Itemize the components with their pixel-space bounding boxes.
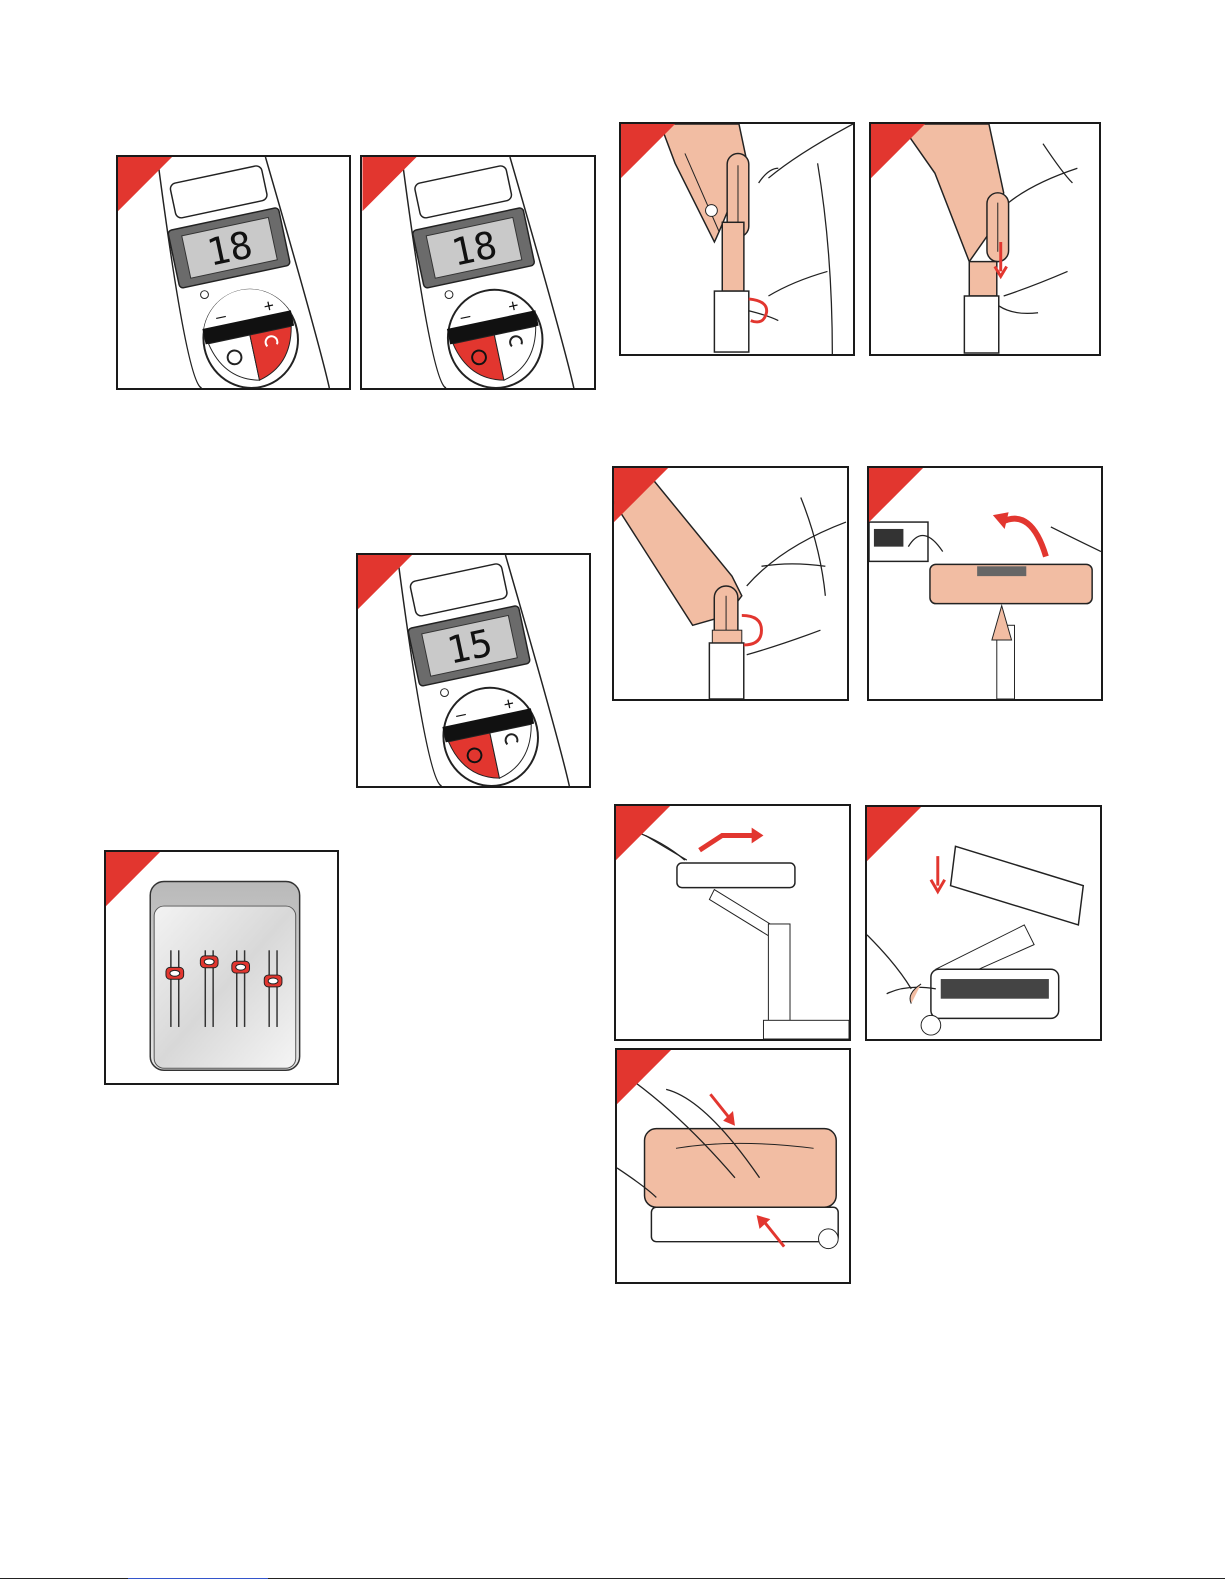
corner-marker	[617, 1050, 671, 1104]
button-pad: – +	[439, 281, 552, 388]
button-pad: – +	[434, 679, 547, 786]
corner-marker	[616, 806, 670, 860]
lcd-value: 15	[443, 620, 496, 672]
corner-marker	[867, 807, 921, 861]
rotate-arrow	[1002, 519, 1046, 557]
remote-panel-2: 18 – +	[360, 155, 596, 390]
pole-panel-2	[869, 122, 1101, 356]
lcd-value: 18	[448, 222, 501, 274]
footer-link-underline	[128, 1578, 268, 1579]
fold-panel-2	[865, 805, 1102, 1041]
remote-panel-1: 18 – +	[116, 155, 351, 390]
remote-panel-3: 15 – +	[356, 553, 591, 788]
slider-knob-hole	[204, 959, 214, 965]
head-rotate-panel	[867, 466, 1103, 701]
pole-panel-1	[619, 122, 855, 356]
slider-knob-hole	[170, 970, 180, 976]
slider-knob-hole	[236, 964, 246, 970]
slider-panel	[104, 850, 339, 1085]
pole-panel-3	[612, 466, 849, 701]
lcd-display: 18	[168, 207, 291, 288]
fold-panel-1	[614, 804, 851, 1041]
lcd-display: 15	[408, 605, 531, 686]
right-arrow	[700, 835, 754, 850]
lcd-display: 18	[412, 207, 535, 288]
lcd-value: 18	[203, 222, 256, 274]
rotate-arrow	[742, 615, 762, 644]
corner-marker	[869, 468, 923, 522]
rotate-arrow	[749, 299, 767, 322]
fold-panel-3	[615, 1048, 851, 1284]
down-arrow	[931, 856, 945, 891]
slider-knob-hole	[268, 978, 278, 984]
diagonal-arrow	[710, 1094, 730, 1119]
button-pad: – +	[194, 280, 307, 388]
